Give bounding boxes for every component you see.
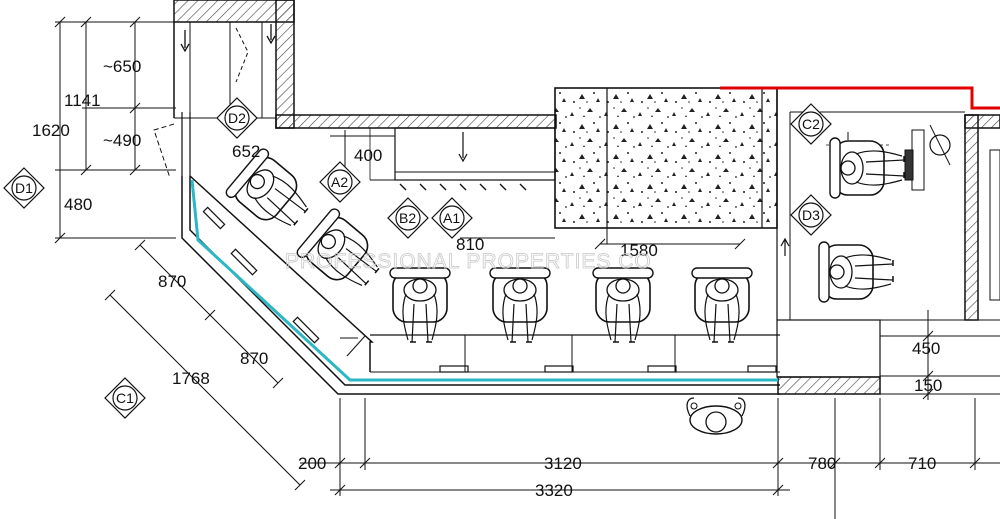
view-tag-d1: D1 bbox=[3, 167, 45, 209]
bar-counter bbox=[181, 175, 780, 395]
view-tag-a2: A2 bbox=[319, 161, 361, 203]
chair-figure bbox=[818, 241, 894, 303]
view-tag-c2: C2 bbox=[790, 103, 832, 145]
chair-figure bbox=[389, 267, 451, 343]
dim-label: 652 bbox=[232, 142, 260, 161]
chair-figure bbox=[691, 267, 753, 343]
view-tag-a1: A1 bbox=[431, 197, 473, 239]
chair-figure bbox=[592, 267, 654, 343]
view-tag-b2: B2 bbox=[387, 197, 429, 239]
dim-label: 200 bbox=[298, 454, 326, 473]
watermark: PROFESSIONAL PROPERTIES CO bbox=[285, 250, 652, 273]
dim-label: 480 bbox=[64, 195, 92, 214]
dim-label: ~490 bbox=[103, 131, 141, 150]
dimension-lines bbox=[54, 16, 1000, 519]
dim-label: 710 bbox=[908, 454, 936, 473]
view-tag-d2: D2 bbox=[216, 97, 258, 139]
site-boundary bbox=[720, 86, 1000, 110]
right-room bbox=[776, 111, 1000, 394]
chair-figure bbox=[829, 137, 905, 199]
dim-label: 150 bbox=[914, 376, 942, 395]
dim-label: 810 bbox=[456, 235, 484, 254]
dim-label: 870 bbox=[240, 349, 268, 368]
chair-figure bbox=[489, 267, 551, 343]
svg-text:D2: D2 bbox=[228, 110, 246, 126]
dim-label: 3320 bbox=[535, 481, 573, 500]
stone-block bbox=[554, 87, 778, 320]
seated-figures bbox=[223, 137, 905, 435]
svg-text:D3: D3 bbox=[802, 207, 820, 223]
dimension-labels: ~650 1141 1620 ~490 480 652 400 810 1580… bbox=[32, 57, 942, 500]
dim-label: 1141 bbox=[64, 91, 101, 110]
svg-text:B2: B2 bbox=[399, 210, 416, 226]
view-tags: D1 D2 A2 B2 A1 C1 C2 bbox=[3, 97, 832, 419]
dim-label: 3120 bbox=[544, 454, 582, 473]
dim-label: 870 bbox=[158, 272, 186, 291]
dim-label: 1620 bbox=[32, 121, 70, 140]
standing-figure bbox=[686, 397, 746, 435]
dim-label: 1580 bbox=[620, 241, 658, 260]
walls bbox=[173, 0, 1000, 395]
svg-text:A1: A1 bbox=[443, 210, 460, 226]
dim-label: 450 bbox=[912, 339, 940, 358]
svg-text:C2: C2 bbox=[802, 116, 820, 132]
dim-label: ~650 bbox=[103, 57, 141, 76]
view-tag-c1: C1 bbox=[104, 377, 146, 419]
dim-label: 1768 bbox=[172, 369, 210, 388]
svg-text:D1: D1 bbox=[15, 180, 33, 196]
svg-text:C1: C1 bbox=[116, 390, 134, 406]
view-tag-d3: D3 bbox=[790, 194, 832, 236]
chair-figure bbox=[223, 146, 321, 242]
svg-text:A2: A2 bbox=[331, 174, 348, 190]
dim-label: 400 bbox=[354, 146, 382, 165]
overhead-shelf bbox=[369, 127, 556, 191]
dim-label: 780 bbox=[808, 454, 836, 473]
